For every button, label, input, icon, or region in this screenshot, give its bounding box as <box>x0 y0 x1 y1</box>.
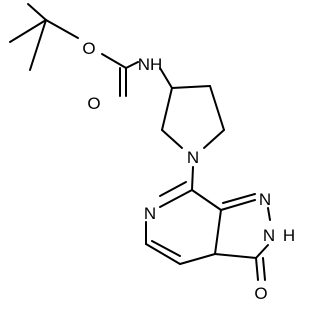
tert-butyl-group <box>9 3 79 71</box>
ether-oxygen-label: O <box>82 39 95 58</box>
triazole-nh-nitrogen-label: N <box>263 226 275 245</box>
pyrazine-nitrogen-label: N <box>144 204 156 223</box>
pyrazine-ring <box>145 181 222 265</box>
pyrrolidine-ring <box>161 85 225 191</box>
triazolone-oxygen-label: O <box>254 284 267 303</box>
carbamate-group <box>101 53 173 97</box>
pyrrolidine-nitrogen-label: N <box>187 148 199 167</box>
carbamate-nh-label: NH <box>138 55 163 74</box>
triazole-nh-hydrogen-label: H <box>283 226 295 245</box>
carbonyl-oxygen-label: O <box>87 94 100 113</box>
triazole-nitrogen-label: N <box>259 190 271 209</box>
chemical-structure: O O NH N N N N H O <box>9 3 295 303</box>
triazolone-ring <box>214 193 271 281</box>
